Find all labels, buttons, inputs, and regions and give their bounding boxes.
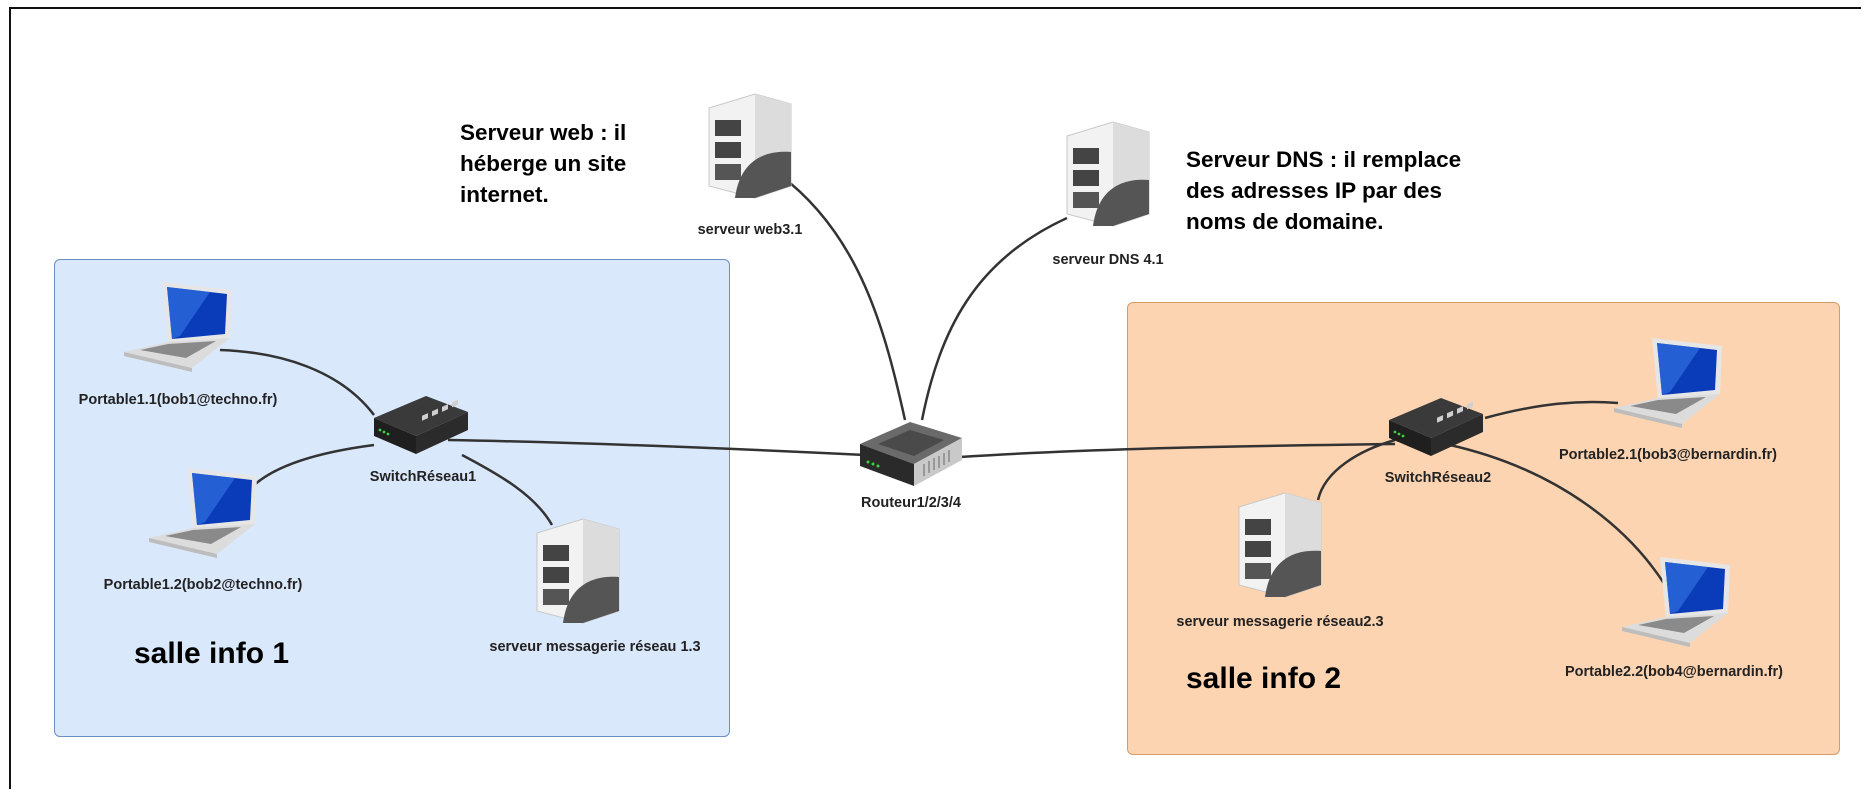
switch-2-label: SwitchRéseau2	[1384, 470, 1492, 486]
mail-server-2-icon	[1238, 492, 1322, 598]
link-switch-2-laptop-2-1	[1484, 400, 1619, 420]
dns-server-label: serveur DNS 4.1	[1052, 252, 1164, 268]
web-server-note: Serveur web : il héberge un site interne…	[460, 117, 626, 210]
link-switch-1-mail-server-1	[461, 453, 554, 526]
zone-1-title: salle info 1	[134, 637, 290, 670]
link-router-switch-1	[447, 438, 866, 457]
switch-2-icon	[1389, 398, 1483, 456]
web-server-label: serveur web3.1	[697, 222, 803, 238]
dns-note-line-3: noms de domaine.	[1186, 209, 1384, 234]
web-note-line-2: héberge un site	[460, 151, 627, 176]
laptop-2-1-icon	[1614, 338, 1722, 428]
laptop-1-1-icon	[124, 282, 232, 372]
laptop-2-2-icon	[1622, 557, 1730, 647]
switch-1-icon	[374, 396, 468, 454]
link-router-switch-2	[959, 442, 1396, 459]
link-router-dns-server	[920, 216, 1068, 421]
dns-note-line-1: Serveur DNS : il remplace	[1186, 147, 1462, 172]
laptop-1-2-label: Portable1.2(bob2@techno.fr)	[103, 577, 303, 593]
web-server-icon	[708, 93, 792, 199]
laptop-1-2-icon	[149, 468, 257, 558]
laptop-2-1-label: Portable2.1(bob3@bernardin.fr)	[1559, 447, 1777, 463]
router-icon	[860, 422, 962, 486]
dns-server-note: Serveur DNS : il remplace des adresses I…	[1186, 144, 1461, 237]
diagram-frame	[9, 7, 1861, 789]
switch-1-label: SwitchRéseau1	[369, 469, 477, 485]
mail-server-1-icon	[536, 518, 620, 624]
dns-note-line-2: des adresses IP par des	[1186, 178, 1442, 203]
mail-server-2-label: serveur messagerie réseau2.3	[1176, 614, 1384, 630]
zone-salle-info-1	[54, 259, 730, 737]
link-switch-2-laptop-2-2	[1449, 443, 1667, 586]
dns-server-icon	[1066, 121, 1150, 227]
web-note-line-1: Serveur web : il	[460, 120, 627, 145]
link-switch-1-laptop-1-2	[251, 443, 375, 488]
web-note-line-3: internet.	[460, 182, 549, 207]
link-switch-1-laptop-1-1	[219, 348, 375, 416]
laptop-2-2-label: Portable2.2(bob4@bernardin.fr)	[1565, 664, 1783, 680]
mail-server-1-label: serveur messagerie réseau 1.3	[489, 639, 701, 655]
link-switch-2-mail-server-2	[1316, 438, 1396, 501]
link-router-web-server	[779, 174, 907, 421]
zone-2-title: salle info 2	[1186, 662, 1342, 695]
router-label: Routeur1/2/3/4	[861, 495, 961, 511]
laptop-1-1-label: Portable1.1(bob1@techno.fr)	[78, 392, 278, 408]
